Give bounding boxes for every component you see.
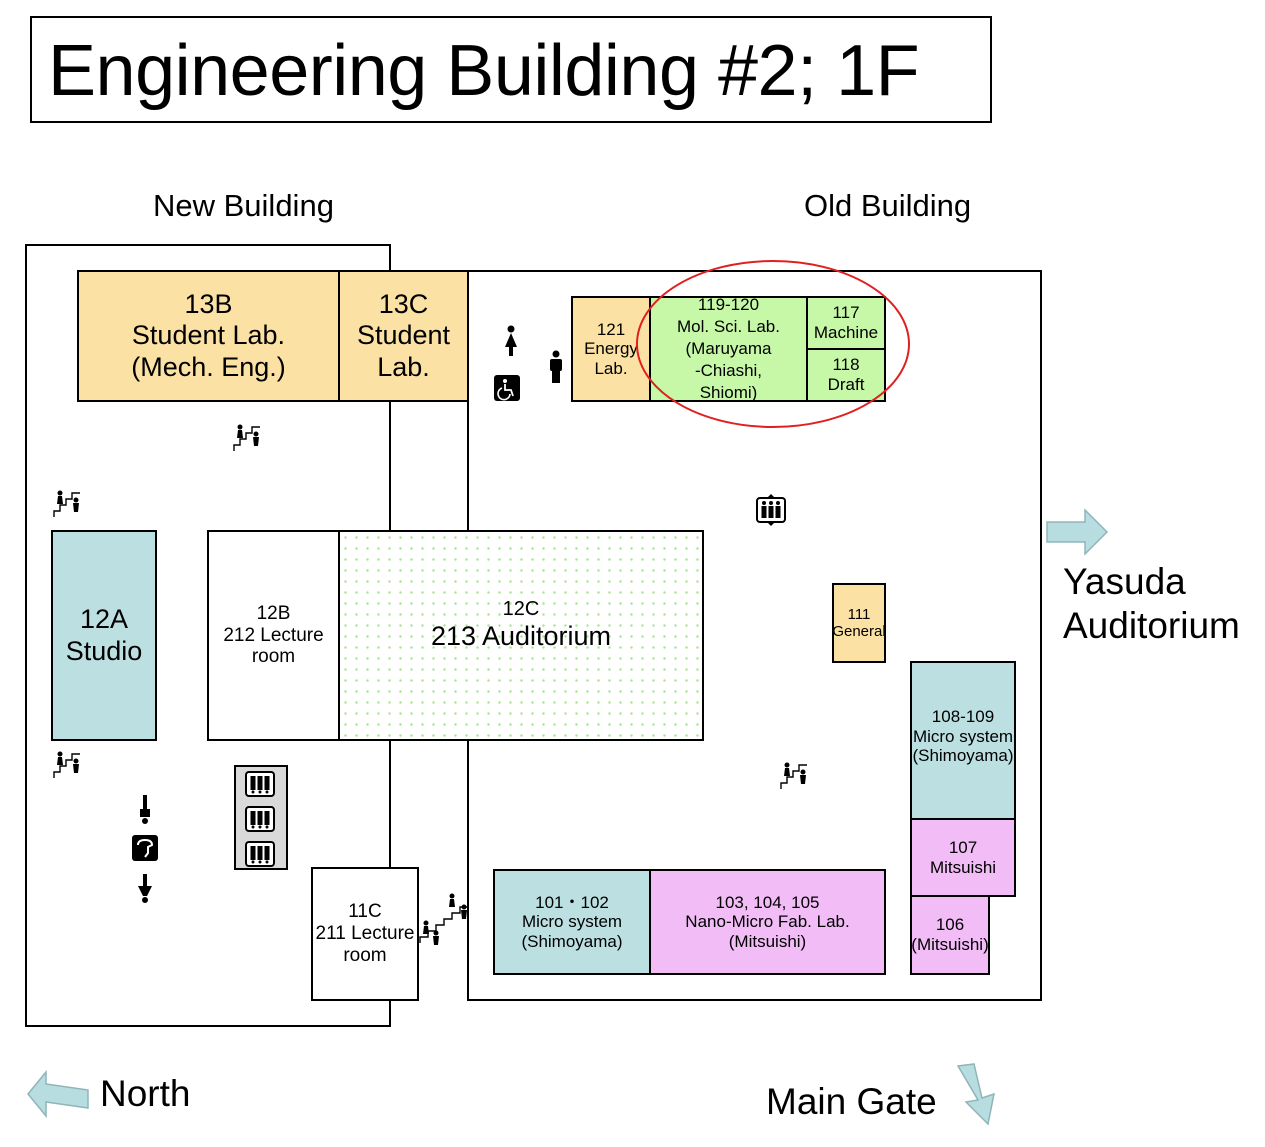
room-12a[interactable]: 12A Studio <box>51 530 157 741</box>
womens-restroom-icon <box>505 325 517 356</box>
arrow-right-icon <box>1046 508 1109 556</box>
elevator-icon <box>245 771 275 797</box>
room-label: Student Lab. <box>131 320 286 351</box>
room-11c[interactable]: 11C 211 Lecture room <box>311 867 419 1001</box>
room-13b[interactable]: 13B Student Lab. (Mech. Eng.) <box>77 270 340 402</box>
room-label: Lab. <box>594 358 628 378</box>
room-number: 103, 104, 105 <box>715 892 820 912</box>
room-label: room <box>251 646 296 668</box>
room-label: Machine <box>813 323 879 342</box>
room-label: (Mech. Eng.) <box>131 351 286 382</box>
room-101-102[interactable]: 101・102 Micro system (Shimoyama) <box>493 869 651 975</box>
room-121[interactable]: 121 Energy Lab. <box>571 296 651 402</box>
room-label: Micro system <box>521 912 623 932</box>
elevator-icon <box>756 494 786 526</box>
elevator-icon <box>245 841 275 867</box>
room-number: 117 <box>832 303 860 323</box>
room-label: General <box>832 623 886 640</box>
room-108-109[interactable]: 108-109 Micro system (Shimoyama) <box>910 661 1016 820</box>
room-label: Student <box>356 320 451 351</box>
room-number: 101・102 <box>535 892 609 912</box>
room-label: Mol. Sci. Lab. <box>677 317 780 337</box>
room-label: (Mitsuishi) <box>911 935 989 954</box>
page-title: Engineering Building #2; 1F <box>48 31 920 111</box>
room-label: Mitsuishi <box>929 857 997 877</box>
new-building-label: New Building <box>153 188 334 223</box>
room-number: 12A <box>79 604 129 635</box>
room-number: 13B <box>184 289 233 320</box>
stairs-icon <box>780 762 807 789</box>
room-label: (Mitsuishi) <box>728 931 807 951</box>
water-fountain-icon <box>140 795 150 824</box>
arrow-main-gate-icon <box>956 1063 995 1126</box>
room-label: -Chiashi, <box>694 361 763 381</box>
room-103-105[interactable]: 103, 104, 105 Nano-Micro Fab. Lab. (Mits… <box>649 869 886 975</box>
room-number: 111 <box>847 605 871 623</box>
corridor-wall <box>467 400 469 532</box>
stairs-icon <box>53 490 80 517</box>
room-number: 107 <box>948 837 978 857</box>
yasuda-auditorium-label: Yasuda Auditorium <box>1063 560 1240 649</box>
room-label: 212 Lecture <box>223 624 324 646</box>
mens-restroom-icon <box>550 350 562 383</box>
water-fountain-icon <box>138 874 152 903</box>
room-111[interactable]: 111 General <box>832 583 886 663</box>
room-label: Nano-Micro Fab. Lab. <box>685 912 850 932</box>
wheelchair-icon <box>494 375 520 401</box>
telephone-icon <box>132 835 158 861</box>
room-118[interactable]: 118 Draft <box>806 348 886 402</box>
corridor-wall <box>389 400 391 532</box>
room-13c[interactable]: 13C Student Lab. <box>338 270 469 402</box>
room-label: (Shimoyama) <box>912 746 1014 766</box>
room-number: 119-120 <box>697 295 760 314</box>
room-label: (Maruyama <box>685 339 772 359</box>
elevator-icon <box>245 806 275 832</box>
main-gate-label: Main Gate <box>766 1081 937 1122</box>
room-119-120[interactable]: 119-120 Mol. Sci. Lab. (Maruyama -Chiash… <box>649 295 808 403</box>
room-label: Shiomi) <box>699 383 758 403</box>
direction-label-line: Auditorium <box>1063 605 1240 647</box>
highlight-circle <box>636 260 910 428</box>
room-label: (Shimoyama) <box>521 931 623 951</box>
arrow-north-icon <box>27 1069 89 1119</box>
room-106[interactable]: 106 (Mitsuishi) <box>910 895 990 975</box>
old-building-label: Old Building <box>804 188 972 223</box>
stairs-icon <box>233 424 260 451</box>
direction-label-line: Yasuda <box>1063 561 1186 602</box>
room-label: Studio <box>65 635 143 666</box>
room-label: 211 Lecture <box>315 923 415 945</box>
stairs-icon <box>419 893 469 945</box>
room-label: room <box>343 944 387 966</box>
room-107[interactable]: 107 Mitsuishi <box>910 818 1016 897</box>
room-12b[interactable]: 12B 212 Lecture room <box>207 530 340 741</box>
room-number: 12B <box>256 602 291 624</box>
title-box <box>30 16 992 123</box>
room-label: Lab. <box>377 351 430 382</box>
room-label: Energy <box>584 339 638 359</box>
stairs-icon <box>53 751 80 778</box>
room-number: 12C <box>502 598 540 621</box>
room-number: 108-109 <box>931 707 995 726</box>
room-number: 11C <box>348 901 382 923</box>
room-12c[interactable]: 12C 213 Auditorium <box>338 530 704 741</box>
room-label: Micro system <box>912 726 1014 746</box>
room-number: 118 <box>832 355 860 375</box>
room-label: 213 Auditorium <box>430 621 612 652</box>
room-label: Draft <box>827 375 865 394</box>
room-117[interactable]: 117 Machine <box>806 296 886 350</box>
room-number: 106 <box>935 915 965 935</box>
room-number: 13C <box>378 289 429 320</box>
north-label: North <box>100 1073 191 1114</box>
room-number: 121 <box>596 319 626 339</box>
